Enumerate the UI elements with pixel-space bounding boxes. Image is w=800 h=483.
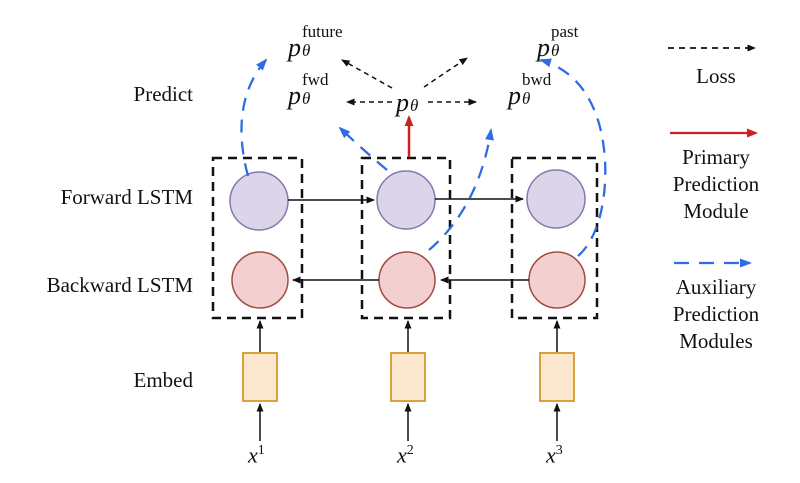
forward-lstm-cell-3 [526,169,586,229]
embed-box-2 [390,352,426,402]
prediction-base: p [508,81,521,110]
embed-box-1 [242,352,278,402]
forward-lstm-cell-1 [229,171,289,231]
row-label-predict: Predict [133,82,193,106]
backward-lstm-cell-1 [231,251,289,309]
loss-arrow-to-future [341,59,393,89]
prediction-base: p [537,33,550,62]
prediction-sub: θ [522,89,531,108]
prediction-sub: θ [551,41,560,60]
row-label-embed: Embed [133,368,193,392]
backward-lstm-cell-2 [378,251,436,309]
input-base: x [397,442,407,468]
legend-auxiliary-label: Auxiliary Prediction Modules [672,275,760,353]
prediction-primary: p θ [396,77,418,116]
prediction-sub: θ [302,89,311,108]
prediction-bwd: p bwd θ [508,70,551,109]
input-label-1: x1 [248,440,265,466]
legend-loss-label: Loss [696,64,736,88]
prediction-sup: bwd [522,70,552,89]
aux-arrow-bwd3-to-past [539,58,607,257]
forward-lstm-cell-2 [376,170,436,230]
prediction-base: p [396,88,409,117]
input-sup: 3 [555,443,563,458]
timestep-box-2 [360,156,452,320]
timestep-box-1 [211,156,304,320]
prediction-sup [410,77,418,96]
row-label-forward-lstm: Forward LSTM [60,185,193,209]
timestep-box-3 [510,156,599,320]
backward-lstm-cell-3 [528,251,586,309]
input-label-3: x3 [546,440,563,466]
prediction-sub: θ [302,41,311,60]
prediction-sup: fwd [302,70,329,89]
prediction-fwd: p fwd θ [288,70,328,109]
prediction-sub: θ [410,96,419,115]
prediction-sup: past [551,22,579,41]
prediction-future: p future θ [288,22,343,61]
embed-box-3 [539,352,575,402]
input-sup: 2 [406,443,414,458]
row-label-backward-lstm: Backward LSTM [46,273,193,297]
input-sup: 1 [257,443,265,458]
legend-primary-label: Primary Prediction Module [672,145,760,223]
input-label-2: x2 [397,440,414,466]
aux-arrow-bwd2-to-bwd [428,128,494,251]
aux-arrow-fwd2-to-fwd [338,126,388,171]
prediction-sup: future [302,22,343,41]
prediction-past: p past θ [537,22,578,61]
input-base: x [546,442,556,468]
prediction-base: p [288,81,301,110]
loss-arrow-to-past [423,57,468,88]
input-base: x [248,442,258,468]
prediction-base: p [288,33,301,62]
